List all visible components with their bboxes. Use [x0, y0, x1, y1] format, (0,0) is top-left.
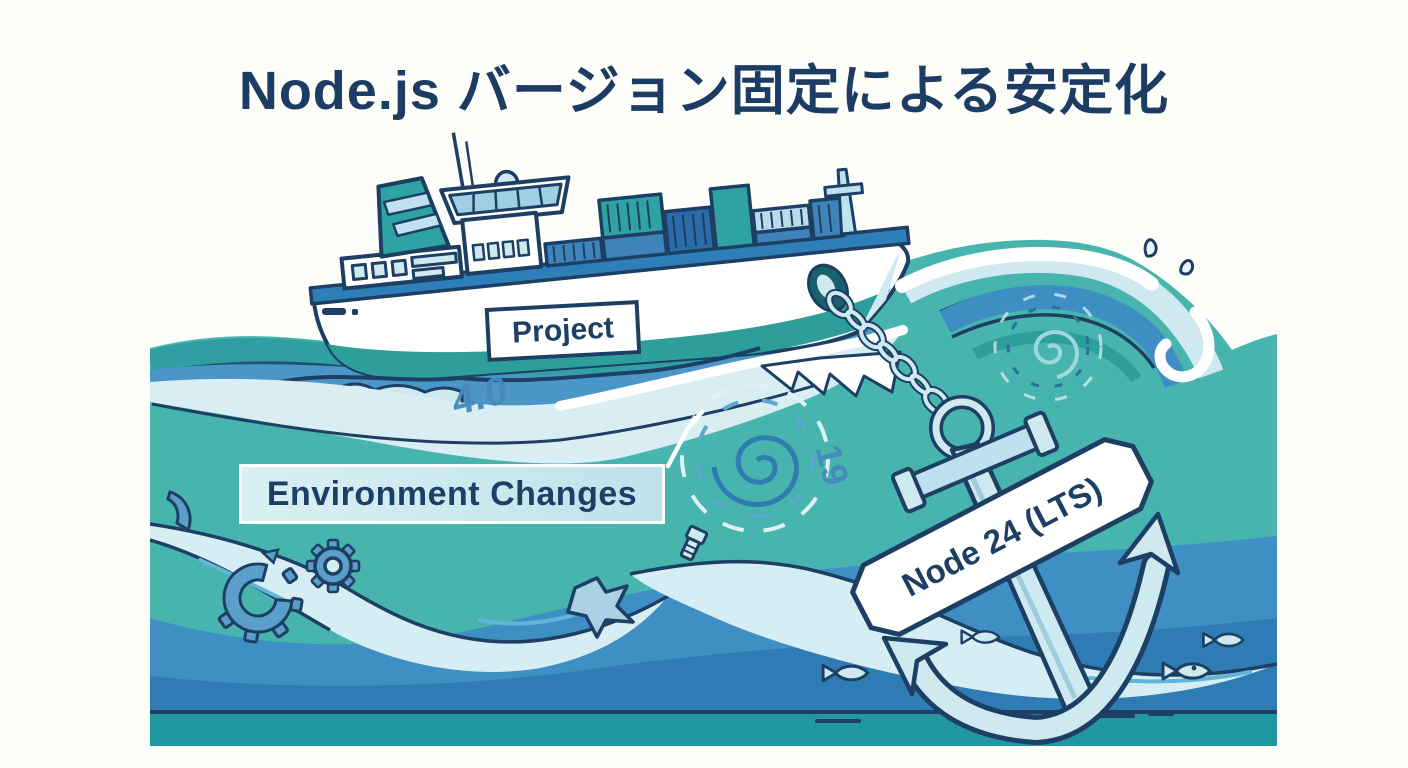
fish-icons [821, 629, 1245, 683]
anchor-chain [825, 288, 951, 417]
hawsehole [807, 263, 849, 313]
label-leader-line [665, 409, 705, 469]
gear-fragment-icon [566, 576, 635, 639]
droplet-icons [1143, 238, 1195, 276]
aft-mast [823, 167, 864, 236]
project-label-text: Project [511, 311, 615, 350]
node-version-banner-plate [850, 437, 1154, 637]
funnel [376, 176, 451, 259]
breaking-wave [895, 246, 1224, 388]
containers [543, 183, 846, 268]
bolt-icon [679, 524, 709, 562]
window [350, 262, 369, 282]
project-label: Project [484, 300, 642, 362]
whirlpool-large [680, 383, 830, 533]
environment-changes-text: Environment Changes [266, 474, 638, 513]
sea-front [150, 246, 1277, 746]
shard-icon [166, 490, 192, 533]
gear-icon [305, 538, 361, 594]
whirlpool-small [993, 292, 1103, 402]
environment-changes-label: Environment Changes [239, 464, 665, 524]
seafloor [150, 710, 1277, 746]
page-title: Node.js バージョン固定による安定化 [238, 61, 1170, 121]
broken-gear-icon [217, 548, 304, 644]
